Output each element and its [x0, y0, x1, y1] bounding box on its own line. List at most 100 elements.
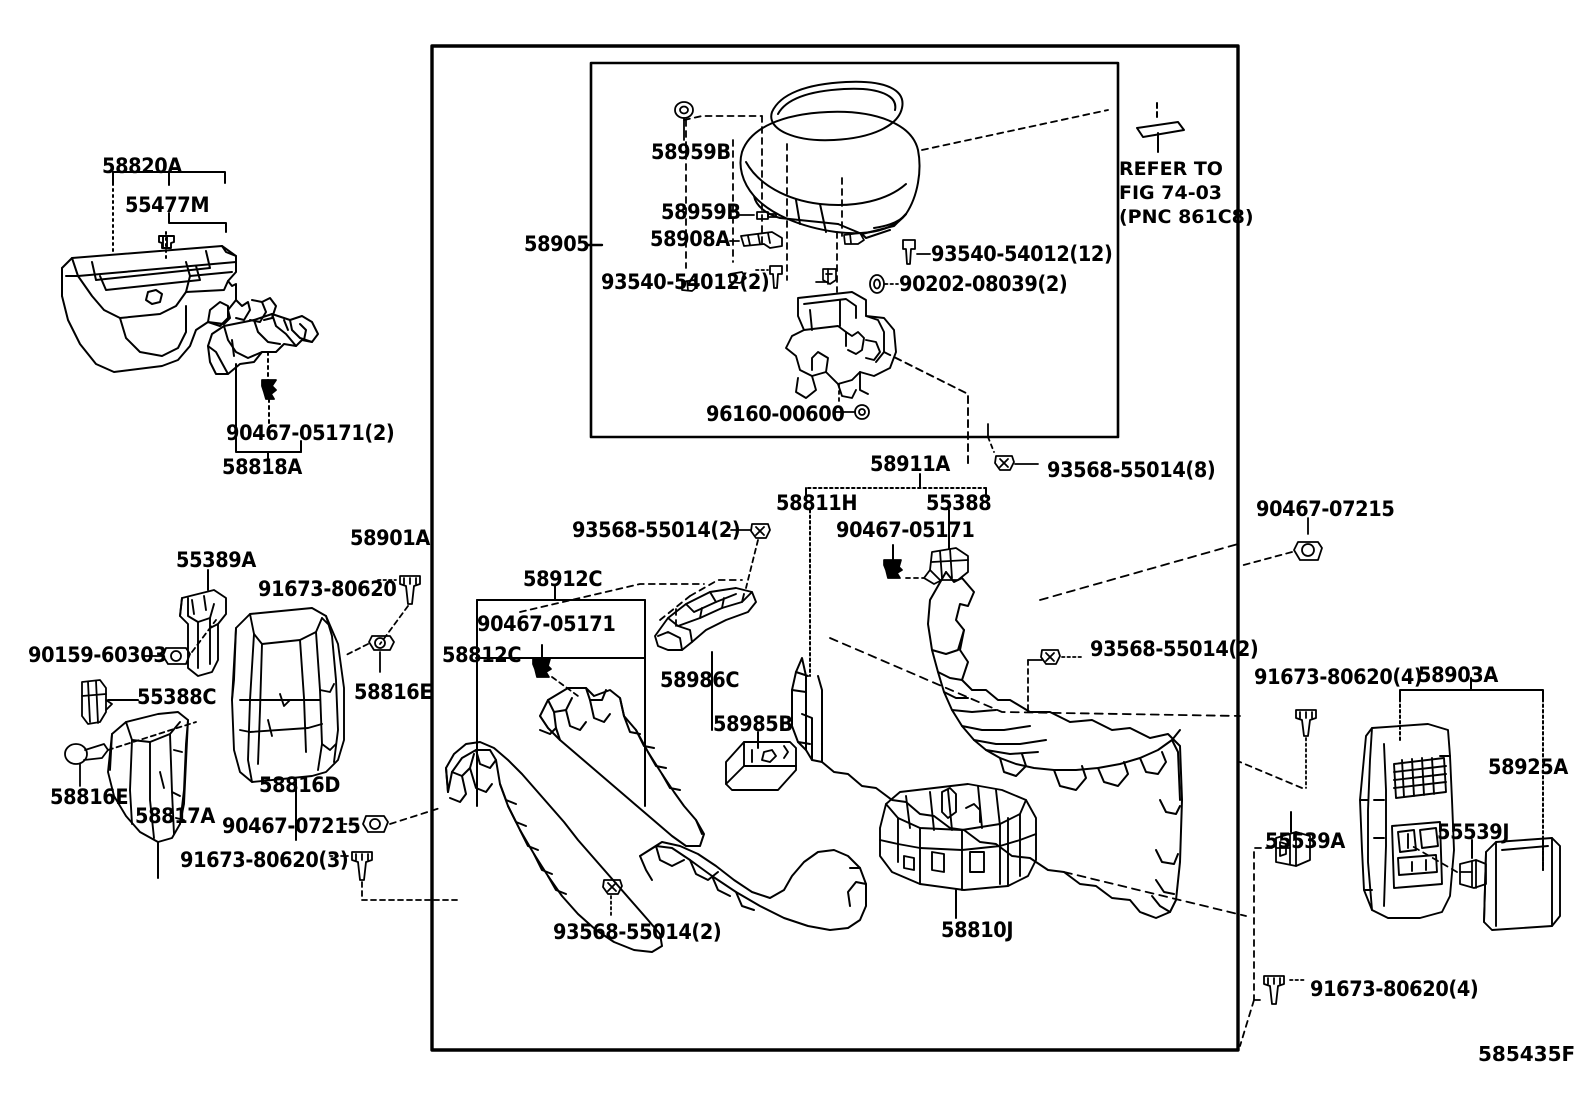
label-58820a: 58820A: [102, 154, 182, 178]
part-58985b: [725, 741, 797, 791]
label-91673-80620-4-u: 91673-80620(4): [1254, 665, 1423, 689]
part-90467-05171-clip-b: [883, 559, 903, 579]
label-58817a: 58817A: [135, 804, 215, 828]
label-90467-07215-l: 90467-07215: [222, 814, 361, 838]
part-58908a-bracket: [729, 231, 783, 249]
label-58903a: 58903A: [1418, 663, 1498, 687]
part-58986c-handle: [654, 587, 757, 651]
part-90467-05171-clip-c: [532, 658, 552, 678]
part-armrest-lid: [770, 80, 904, 142]
part-91673-80620-bolt-3: [329, 851, 461, 901]
label-58985b: 58985B: [713, 712, 793, 736]
label-refer-line1: REFER TO: [1119, 158, 1223, 180]
dash-55539a: [1253, 847, 1273, 1001]
label-91673-80620: 91673-80620: [258, 577, 397, 601]
label-refer-line2: FIG 74-03: [1119, 182, 1223, 204]
part-58816e-pin-r: [343, 635, 395, 673]
part-55477m-clip: [158, 235, 175, 249]
part-58959b-bolt-top: [674, 101, 694, 141]
part-refer-tab: [1136, 102, 1185, 153]
part-console-main-body: [791, 571, 1183, 919]
label-90467-05171-d: 90467-05171: [477, 612, 616, 636]
label-58810j: 58810J: [941, 918, 1014, 942]
part-93540-54012-screw-a: [755, 265, 783, 289]
main-frame-border: [430, 44, 1240, 1052]
label-58925a: 58925A: [1488, 755, 1568, 779]
label-58959b-top: 58959B: [651, 140, 731, 164]
label-91673-80620-4-b: 91673-80620(4): [1310, 977, 1479, 1001]
label-90467-05171-2: 90467-05171(2): [226, 421, 395, 445]
part-93540-54012-screw-b: [902, 239, 931, 265]
inset-frame-border: [589, 61, 1120, 439]
label-93540-54012-2: 93540-54012(2): [601, 270, 770, 294]
dash-clip-to-panel: [551, 676, 579, 697]
part-58903a-panel: [1359, 723, 1455, 919]
label-58818a: 58818A: [222, 455, 302, 479]
label-96160-00600: 96160-00600: [706, 402, 845, 426]
dash-55539j: [1411, 845, 1458, 873]
label-58901a: 58901A: [350, 526, 430, 550]
part-lower-bracket-assy: [785, 291, 897, 399]
leader-55477m: [165, 212, 227, 259]
part-93568-55014-bolt-r: [1027, 649, 1085, 713]
label-93568-55014-2-c: 93568-55014(2): [553, 920, 722, 944]
part-90467-07215-grommet-r: [1239, 517, 1323, 567]
label-90159-60303: 90159-60303: [28, 643, 167, 667]
part-96160-00600-bolt: [834, 383, 870, 420]
part-58820a-tray: [61, 245, 277, 373]
part-91673-80620-bolt: [377, 575, 421, 645]
part-armrest-body: [739, 110, 921, 239]
part-58816d-panel: [231, 607, 345, 783]
label-58912c: 58912C: [523, 567, 603, 591]
label-58816e-left: 58816E: [50, 785, 129, 809]
part-90467-07215-grommet-l: [343, 807, 441, 833]
part-58912c-panel: [445, 741, 663, 953]
diagram-id: 585435F: [1478, 1042, 1576, 1066]
label-55477m: 55477M: [125, 193, 210, 217]
part-90159-60303-screw: [143, 619, 217, 665]
bracket-58911a-solid: [805, 473, 987, 498]
label-58816e-right: 58816E: [354, 680, 433, 704]
bracket-58820a: [112, 171, 226, 254]
part-90467-05171-clip-a: [261, 379, 277, 400]
part-58818a-bezel: [207, 313, 319, 375]
label-90202-08039-2: 90202-08039(2): [899, 272, 1068, 296]
part-93568-55014-bolt-b: [602, 879, 623, 919]
part-58959b-bolt-mid: [739, 211, 777, 220]
part-small-clips-inset: [681, 232, 865, 292]
label-58986c: 58986C: [660, 668, 740, 692]
label-58816d: 58816D: [259, 773, 341, 797]
label-93540-54012-12: 93540-54012(12): [931, 242, 1113, 266]
label-90467-07215-r: 90467-07215: [1256, 497, 1395, 521]
part-90202-08039-washer: [869, 274, 899, 294]
dash-58986c: [659, 579, 743, 627]
part-55539j-clip: [1459, 859, 1487, 889]
label-55388: 55388: [926, 491, 992, 515]
part-58812c-panel: [539, 687, 705, 847]
label-58959b-mid: 58959B: [661, 200, 741, 224]
label-93568-55014-2-b: 93568-55014(2): [1090, 637, 1259, 661]
part-91673-80620-bolt-b4: [1239, 975, 1305, 1047]
label-93568-55014-8: 93568-55014(8): [1047, 458, 1216, 482]
part-55388c-clip: [81, 679, 113, 725]
label-91673-80620-3: 91673-80620(3): [180, 848, 349, 872]
label-58911a: 58911A: [870, 452, 950, 476]
label-55539a: 55539A: [1265, 829, 1345, 853]
label-58908a: 58908A: [650, 227, 730, 251]
part-58925a-lid: [1483, 837, 1561, 931]
part-58817a-panel: [107, 711, 189, 843]
label-93568-55014-2-a: 93568-55014(2): [572, 518, 741, 542]
bracket-58912c: [476, 585, 646, 807]
label-58905: 58905: [524, 232, 590, 256]
part-58810j-box: [879, 783, 1037, 891]
label-55388c: 55388C: [137, 685, 217, 709]
label-55389a: 55389A: [176, 548, 256, 572]
label-90467-05171-c: 90467-05171: [836, 518, 975, 542]
part-91673-80620-bolt-u4: [1239, 709, 1317, 789]
label-58811h: 58811H: [776, 491, 858, 515]
leader-58818a: [235, 351, 302, 465]
part-93568-55014-bolt-ul: [730, 523, 771, 589]
part-55539a-clip: [1275, 831, 1311, 867]
